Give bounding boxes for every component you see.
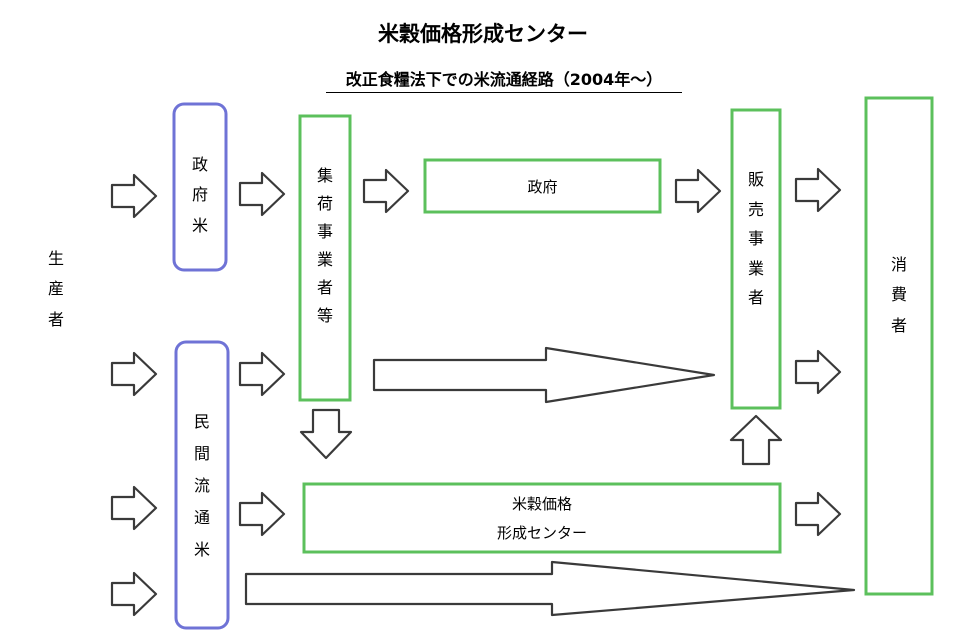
label-char: 売 (747, 199, 764, 219)
label-char: 民 (193, 412, 210, 431)
label-char: 業 (316, 250, 333, 269)
label-seller: 販売事業者 (746, 165, 766, 313)
arrow-collector-to-government (362, 168, 410, 214)
label-char: 荷 (316, 194, 333, 213)
label-char: 米 (191, 215, 208, 235)
gov-rice-box (172, 102, 228, 272)
label-char: 流 (193, 476, 210, 495)
label-char: 集 (316, 166, 333, 185)
label-char: 政 (191, 155, 208, 174)
label-char: 業 (747, 258, 764, 278)
arrow-producer-to-private-1 (110, 351, 158, 397)
page-title: 米穀価格形成センター (378, 22, 588, 46)
label-char: 生 (47, 249, 64, 268)
private-rice-box (174, 340, 230, 630)
arrow-seller-to-consumer-2 (794, 349, 842, 395)
arrow-producer-to-private-2 (110, 485, 158, 531)
government-box (423, 158, 662, 214)
label-char: 府 (191, 185, 208, 205)
label-char: 消 (890, 255, 907, 274)
arrow-seller-to-consumer-1 (794, 167, 842, 213)
page-subtitle: 改正食糧法下での米流通経路（2004年～） (326, 66, 682, 93)
arrow-private-to-collector (238, 351, 286, 397)
seller-box (730, 108, 782, 410)
arrow-private-to-center (238, 491, 286, 537)
center-box (302, 482, 782, 554)
label-center-line1: 米穀価格 (511, 495, 572, 513)
arrow-collector-to-center (299, 408, 353, 460)
arrow-center-to-seller (729, 414, 783, 466)
label-char: 事 (316, 222, 333, 241)
arrow-producer-to-private-3 (110, 571, 158, 617)
label-producer: 生産者 (46, 244, 66, 335)
label-char: 者 (747, 288, 764, 308)
arrow-center-to-consumer (794, 491, 842, 537)
arrow-collector-to-seller-long (372, 346, 716, 404)
arrow-private-to-consumer-long (244, 560, 856, 617)
label-char: 産 (47, 279, 64, 299)
label-consumer: 消費者 (889, 250, 909, 341)
label-collector: 集荷事業者等 (315, 162, 335, 330)
arrow-government-to-seller (674, 168, 722, 214)
consumer-box (864, 96, 934, 596)
arrow-gov-rice-to-collector (238, 171, 286, 217)
label-char: 者 (890, 315, 907, 335)
label-gov-rice: 政府米 (190, 150, 210, 241)
label-center-line2: 形成センター (496, 524, 587, 542)
label-char: 者 (316, 278, 333, 297)
label-char: 事 (747, 229, 764, 249)
label-char: 間 (193, 444, 210, 463)
label-char: 通 (193, 508, 210, 527)
label-government: 政府 (527, 178, 558, 196)
label-char: 費 (890, 285, 907, 305)
label-char: 等 (316, 306, 333, 325)
label-char: 米 (193, 540, 210, 559)
arrow-producer-to-gov-rice (110, 173, 158, 219)
label-char: 者 (47, 309, 64, 329)
label-char: 販 (747, 170, 764, 189)
label-private-rice: 民間流通米 (192, 406, 212, 566)
collector-box (298, 114, 352, 402)
